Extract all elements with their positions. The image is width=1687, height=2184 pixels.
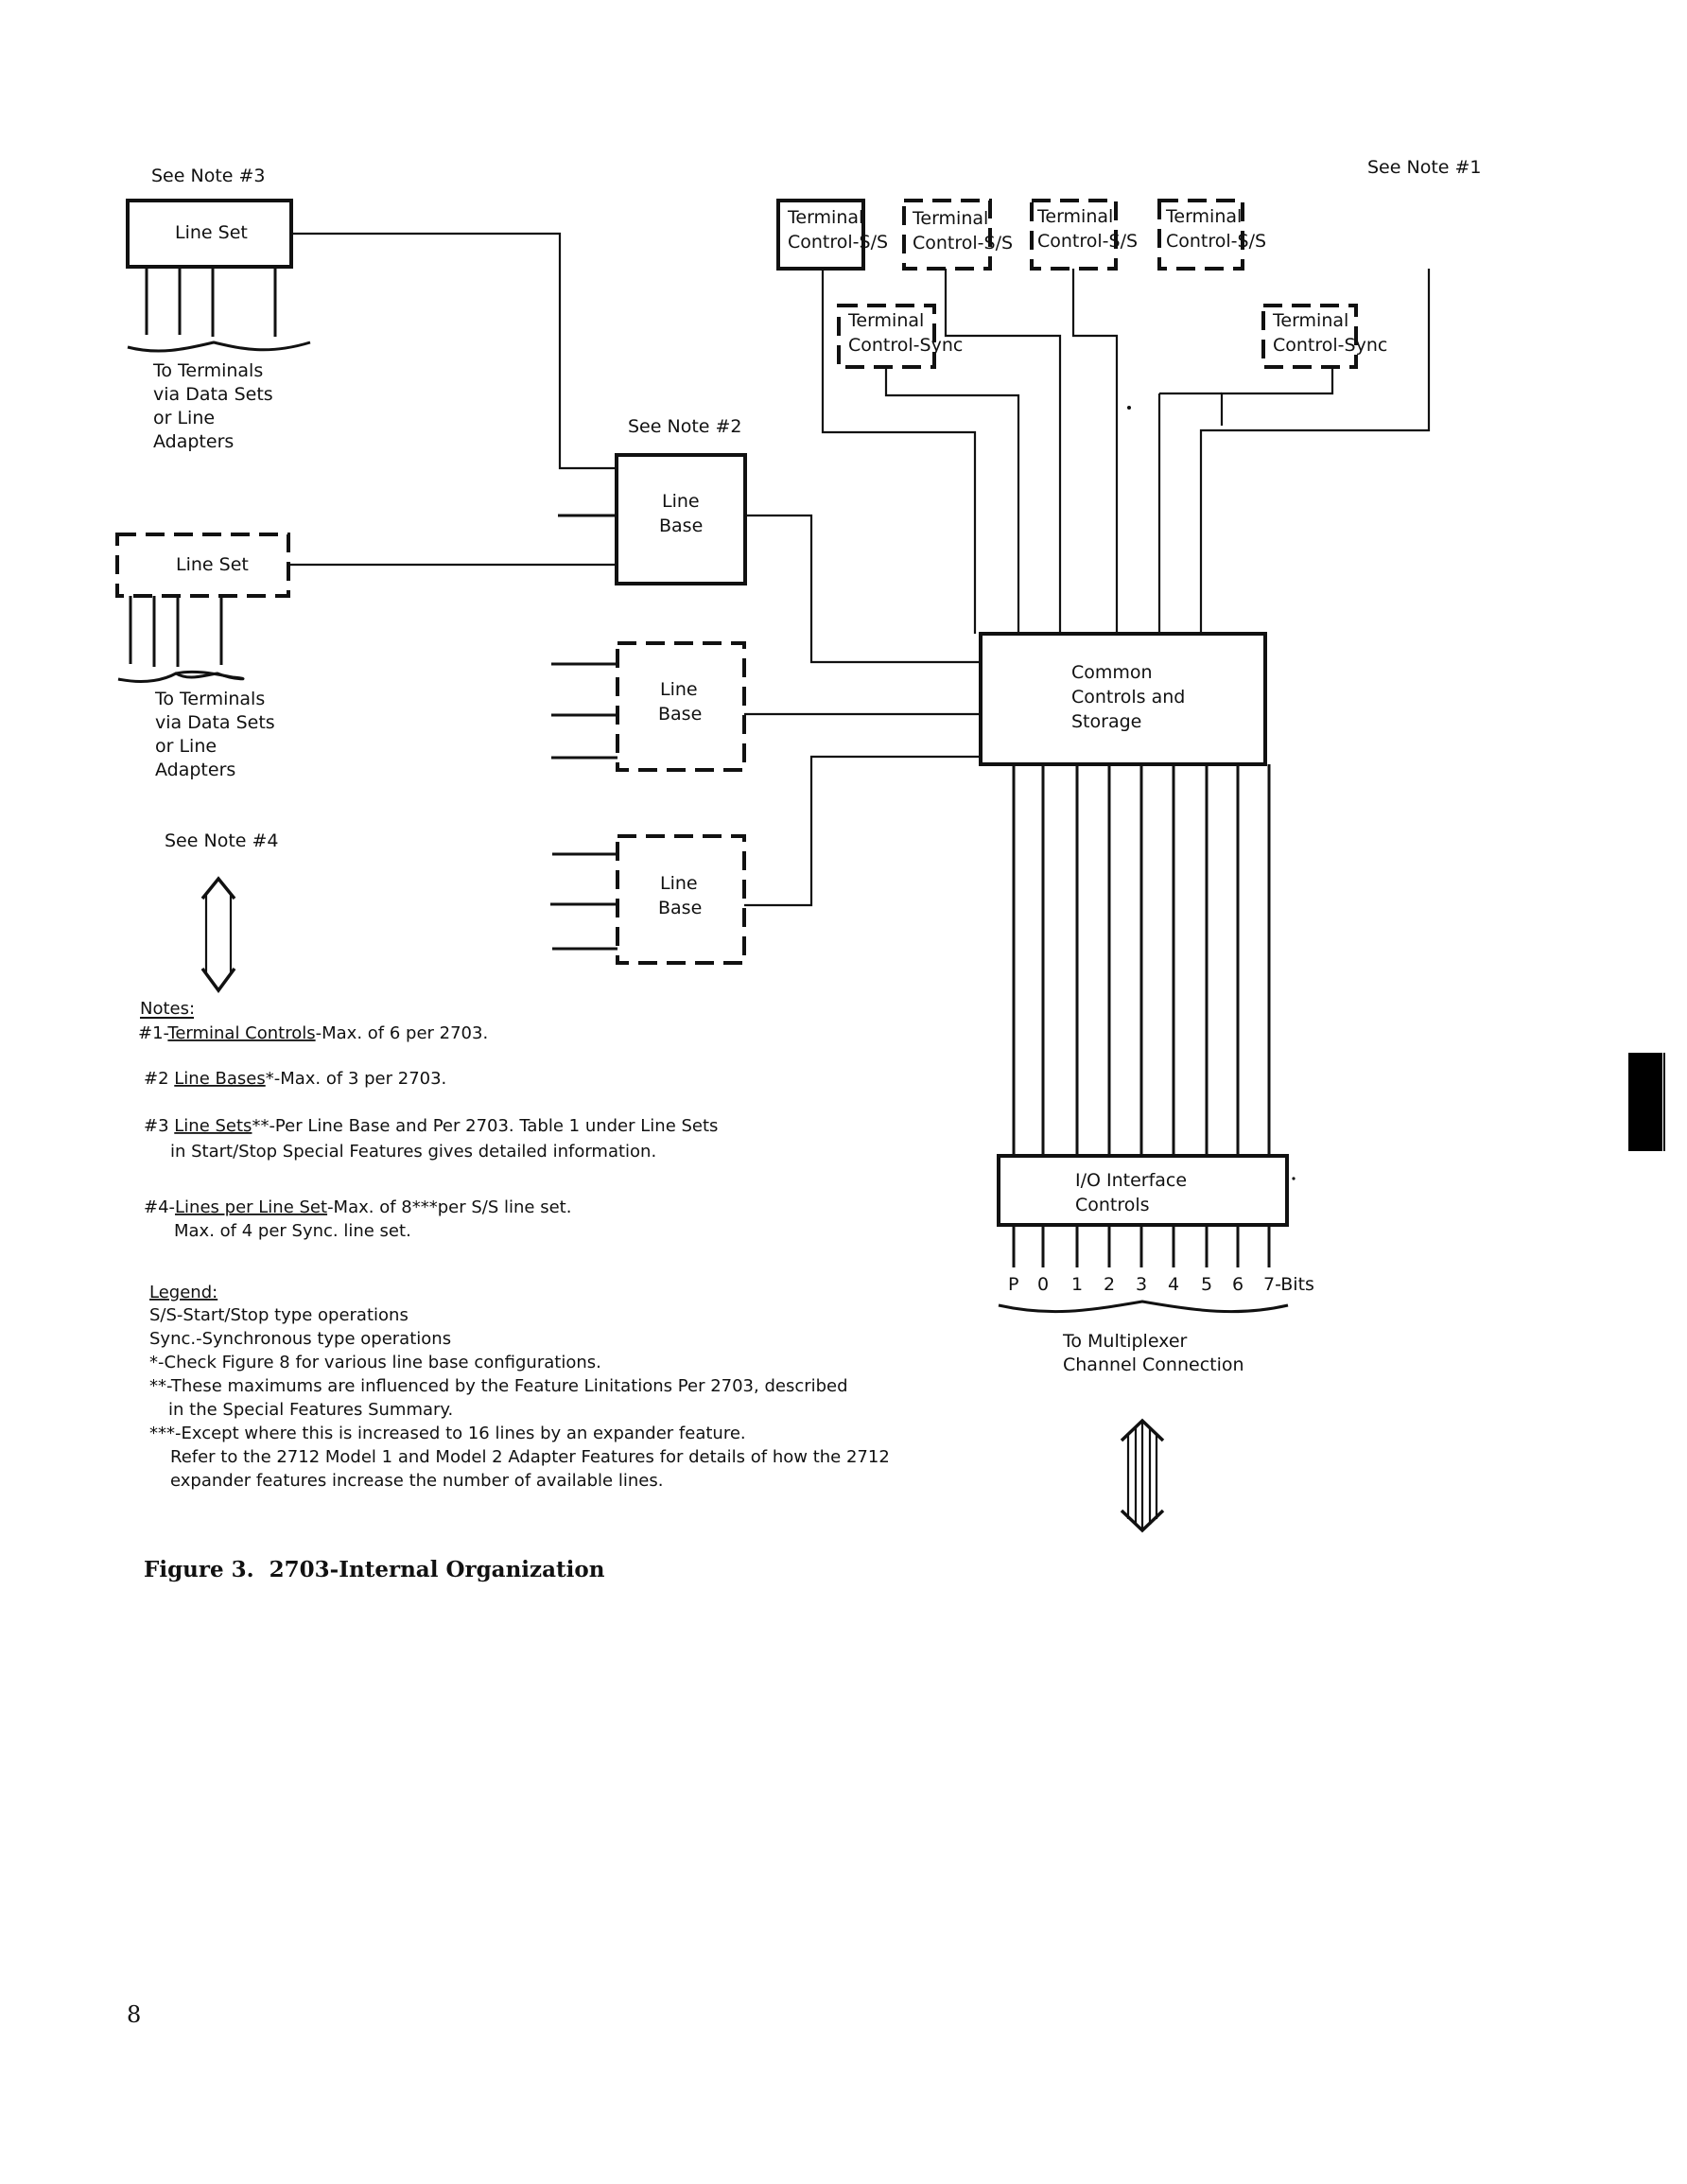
common-controls-label: Common Controls and Storage: [1071, 662, 1191, 732]
terminal-control-3-label: Terminal Control-S/S: [1036, 206, 1138, 252]
terminal-control-sync-1: Terminal Control-Sync: [837, 304, 963, 369]
line-set-1-label: Line Set: [175, 222, 248, 243]
common-controls-box: [979, 632, 1267, 766]
connector-terminal-control-sync-1-to-common: [884, 367, 1020, 634]
multiplexer-destination: To Multiplexer Channel Connection: [1062, 1331, 1244, 1375]
connector-line-base-1-to-common: [745, 514, 981, 664]
note-3-cont: in Start/Stop Special Features gives det…: [170, 1142, 656, 1162]
margin-change-bar: [1628, 1053, 1662, 1151]
connector-terminal-control-4-to-common: [1199, 269, 1431, 634]
line-set-1: Line Set To Terminals via Data Sets or L…: [126, 199, 311, 452]
terminal-control-sync-2-label: Terminal Control-Sync: [1272, 310, 1387, 356]
connector-terminal-control-1-to-common: [821, 269, 977, 634]
note-3-term: Line Sets: [174, 1116, 252, 1136]
terminal-control-2-box: [902, 199, 992, 271]
legend-item: **-These maximums are influenced by the …: [149, 1376, 848, 1396]
note-4-cont: Max. of 4 per Sync. line set.: [174, 1221, 411, 1241]
bit-label: 4: [1168, 1274, 1179, 1295]
line-base-1-box: [615, 453, 747, 585]
terminal-control-1-label: Terminal Control-S/S: [787, 207, 888, 253]
note-4-term: Lines per Line Set: [175, 1197, 327, 1217]
terminal-control-3-box: [1030, 199, 1118, 271]
note-3: #3 Line Sets**-Per Line Base and Per 270…: [144, 1116, 718, 1136]
line-base-1: Line Base: [558, 453, 747, 585]
legend-item: ***-Except where this is increased to 16…: [149, 1424, 746, 1443]
callout-note-4: See Note #4: [165, 830, 279, 851]
callout-note-3: See Note #3: [151, 166, 266, 186]
io-interface-controls: I/O Interface Controls: [997, 1154, 1296, 1227]
callout-note-2: See Note #2: [628, 416, 742, 437]
bit-label: 2: [1104, 1274, 1115, 1295]
line-base-3-box: [616, 834, 746, 965]
line-set-1-destination: To Terminals via Data Sets or Line Adapt…: [152, 360, 279, 452]
bit-label: 1: [1071, 1274, 1083, 1295]
legend-section: Legend: S/S-Start/Stop type operations S…: [149, 1283, 890, 1491]
bit-label: 5: [1201, 1274, 1212, 1295]
bit-label: P: [1008, 1274, 1018, 1295]
notes-heading: Notes:: [140, 999, 195, 1019]
terminal-control-4: Terminal Control-S/S: [1157, 199, 1266, 271]
page-number: 8: [127, 2001, 141, 2028]
note-2: #2 Line Bases*-Max. of 3 per 2703.: [144, 1069, 446, 1089]
io-interface-label: I/O Interface Controls: [1075, 1170, 1192, 1215]
data-bus-lines: [1012, 764, 1271, 1156]
terminal-control-2: Terminal Control-S/S: [902, 199, 1013, 271]
note-1: #1-Terminal Controls-Max. of 6 per 2703.: [138, 1023, 488, 1043]
line-set-2-label: Line Set: [176, 554, 249, 575]
callout-note-1: See Note #1: [1367, 157, 1482, 178]
legend-item: S/S-Start/Stop type operations: [149, 1305, 409, 1325]
connector-line-set-1-to-line-base-1: [291, 232, 617, 470]
line-set-2-destination: To Terminals via Data Sets or Line Adapt…: [154, 689, 281, 780]
line-base-2-box: [616, 641, 746, 772]
bit-label: 7-Bits: [1263, 1274, 1314, 1295]
connector-terminal-control-3-to-common: [1071, 269, 1119, 634]
line-base-3-label: Line Base: [658, 873, 704, 918]
line-set-2-brace-tail: [175, 670, 234, 679]
line-set-1-lines: [145, 267, 277, 337]
channel-bidirectional-arrow-icon: [1120, 1418, 1165, 1533]
stray-dot: [1127, 406, 1131, 410]
common-controls-and-storage: Common Controls and Storage: [979, 632, 1267, 766]
connector-terminal-control-2-to-common: [944, 269, 1062, 634]
terminal-control-sync-2-box: [1261, 304, 1358, 369]
connector-terminal-control-sync-2-to-common-a: [1220, 367, 1334, 426]
legend-heading: Legend:: [149, 1283, 217, 1302]
line-set-2-lines: [129, 596, 223, 667]
legend-item: Refer to the 2712 Model 1 and Model 2 Ad…: [170, 1447, 890, 1467]
figure-caption: Figure 3. 2703-Internal Organization: [144, 1557, 605, 1582]
note-1-term: Terminal Controls: [166, 1023, 315, 1043]
terminal-control-sync-1-label: Terminal Control-Sync: [847, 310, 963, 356]
terminal-control-4-box: [1157, 199, 1244, 271]
bit-label: 3: [1136, 1274, 1147, 1295]
terminal-control-1: Terminal Control-S/S: [776, 199, 888, 271]
bit-label: 6: [1232, 1274, 1244, 1295]
legend-item: in the Special Features Summary.: [168, 1400, 453, 1420]
legend-item: *-Check Figure 8 for various line base c…: [149, 1353, 601, 1372]
terminal-control-sync-2: Terminal Control-Sync: [1261, 304, 1387, 369]
line-base-3: Line Base: [550, 834, 746, 965]
line-set-1-brace-icon: [127, 341, 311, 353]
note-4: #4-Lines per Line Set-Max. of 8***per S/…: [144, 1197, 571, 1217]
notes-section: Notes: #1-Terminal Controls-Max. of 6 pe…: [138, 999, 718, 1241]
legend-item: Sync.-Synchronous type operations: [149, 1329, 451, 1349]
bit-output-lines: [1012, 1225, 1271, 1267]
terminal-control-4-label: Terminal Control-S/S: [1165, 206, 1266, 252]
lines-per-set-bidirectional-arrow-icon: [200, 876, 236, 993]
note-2-term: Line Bases: [174, 1069, 265, 1089]
line-base-1-label: Line Base: [659, 491, 705, 536]
line-base-2-label: Line Base: [658, 679, 704, 725]
terminal-control-3: Terminal Control-S/S: [1030, 199, 1138, 271]
line-set-2-brace-icon: [117, 672, 245, 683]
line-set-2: Line Set To Terminals via Data Sets or L…: [115, 533, 290, 780]
multiplexer-brace-icon: [998, 1300, 1289, 1314]
terminal-control-2-label: Terminal Control-S/S: [912, 208, 1013, 253]
stray-dot: [1292, 1177, 1296, 1180]
terminal-control-1-box: [776, 199, 865, 271]
connector-line-base-3-to-common: [744, 755, 981, 907]
bit-label: 0: [1037, 1274, 1049, 1295]
legend-item: expander features increase the number of…: [170, 1471, 663, 1491]
line-base-2: Line Base: [551, 641, 746, 772]
